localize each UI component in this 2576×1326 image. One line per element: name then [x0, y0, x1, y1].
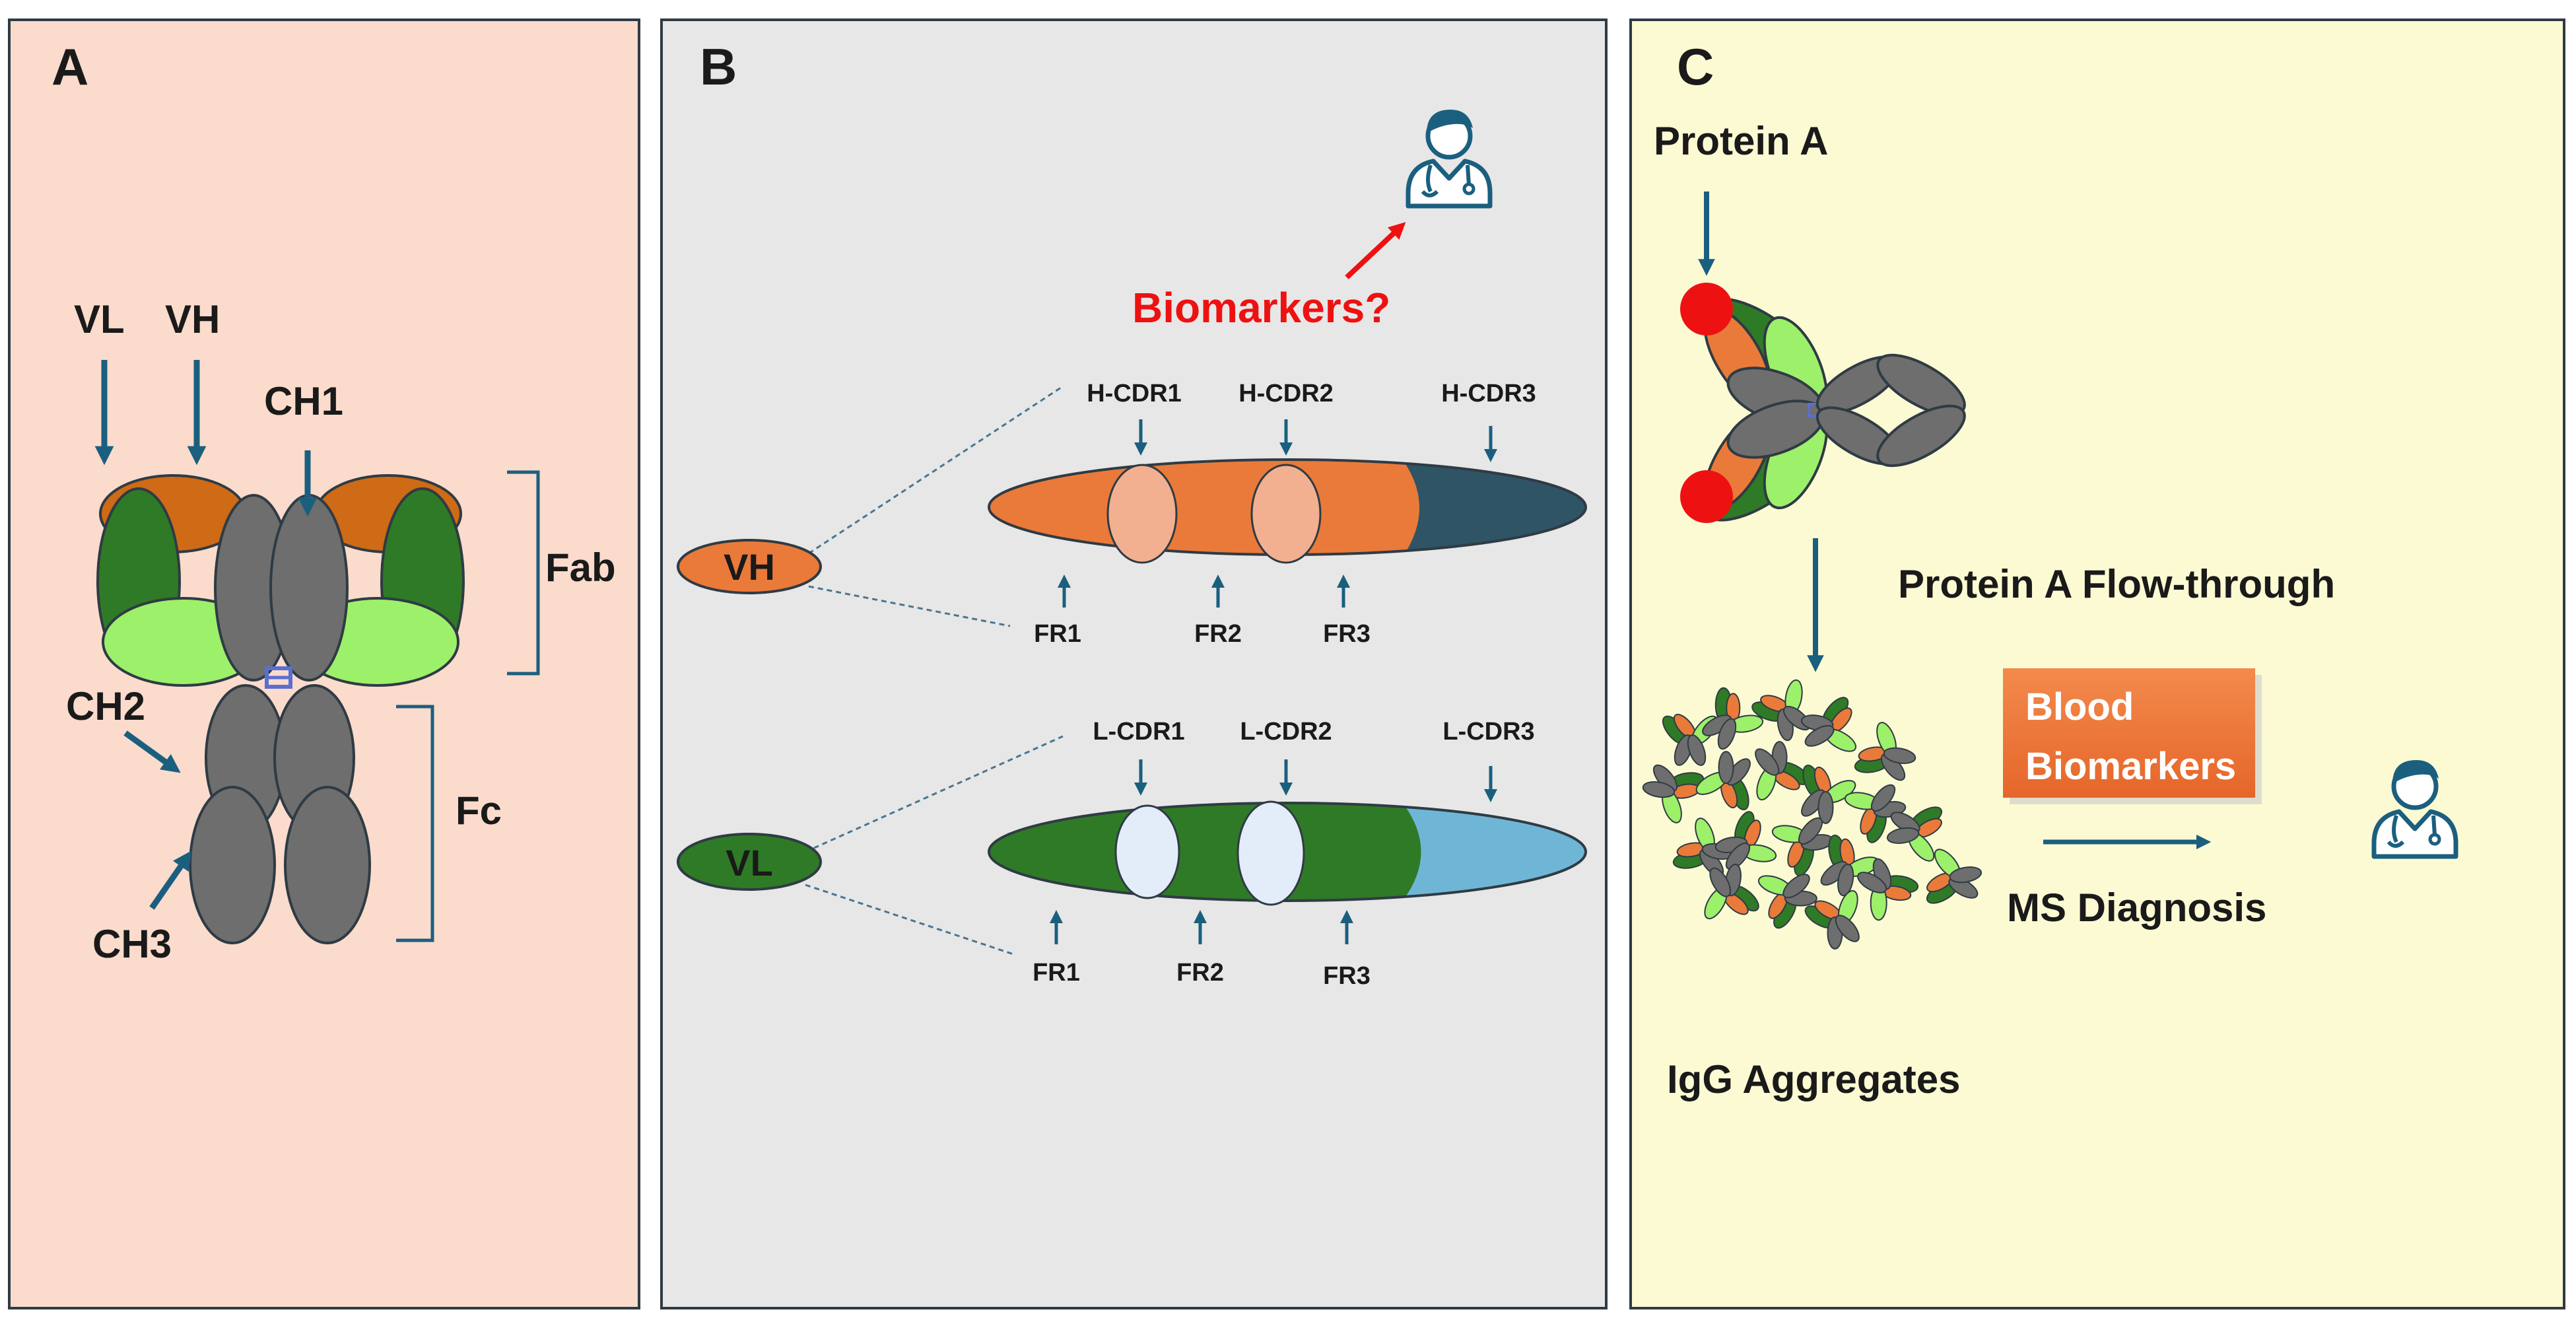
label-vl: VL — [74, 297, 125, 341]
protein-a-bound-bottom — [1680, 470, 1733, 523]
biomarkers-question: Biomarkers? — [1132, 284, 1390, 332]
igg-aggregates-label: IgG Aggregates — [1667, 1057, 1961, 1101]
vh-fr1-label: FR1 — [1034, 620, 1081, 648]
bracket-fab — [507, 470, 540, 676]
flow-through-label: Protein A Flow-through — [1898, 562, 2335, 606]
l-cdr3-label: L-CDR3 — [1442, 718, 1534, 746]
doctor-icon-c — [2374, 760, 2456, 856]
doctor-icon — [1408, 110, 1490, 206]
panel-b — [660, 18, 1608, 1309]
ch1-domain-right — [269, 494, 349, 681]
antibody-icon — [1680, 283, 1966, 523]
label-fab: Fab — [545, 545, 616, 590]
aggregate-icon — [1630, 671, 1988, 959]
h-cdr1-label: H-CDR1 — [1087, 380, 1182, 407]
antibody-diagram — [96, 474, 465, 944]
blood-biomarkers-line1: Blood — [2025, 685, 2134, 728]
h-cdr2-label: H-CDR2 — [1238, 380, 1334, 407]
vh-fr2-label: FR2 — [1194, 620, 1242, 648]
l-cdr2-label: L-CDR2 — [1240, 718, 1332, 746]
label-vh: VH — [165, 297, 220, 341]
arrow-ch3 — [149, 851, 192, 910]
blood-biomarkers-line2: Biomarkers — [2025, 745, 2236, 788]
l-cdr1-label: L-CDR1 — [1093, 718, 1184, 746]
h-cdr2-oval — [1250, 464, 1322, 564]
l-cdr1-oval — [1114, 804, 1180, 899]
vh-tag: VH — [724, 546, 775, 588]
vl-fr3-label: FR3 — [1323, 962, 1371, 990]
vh-sequence-bar — [988, 458, 1587, 564]
label-ch1: CH1 — [264, 379, 343, 423]
panel-c-letter: C — [1677, 38, 1714, 96]
vl-sequence-bar — [988, 800, 1587, 906]
vl-fr1-label: FR1 — [1033, 959, 1080, 987]
vh-fr3-label: FR3 — [1323, 620, 1371, 648]
h-cdr3-label: H-CDR3 — [1441, 380, 1536, 407]
bracket-fc — [396, 705, 434, 942]
label-fc: Fc — [456, 788, 502, 833]
panel-c — [1629, 18, 2565, 1309]
h-cdr1-oval — [1106, 464, 1178, 564]
ch3-domain-left — [189, 786, 276, 944]
protein-a-bound-top — [1680, 283, 1733, 335]
ms-diagnosis-label: MS Diagnosis — [2007, 886, 2266, 930]
vh-tag-ellipse — [677, 539, 822, 594]
panel-b-letter: B — [700, 38, 737, 96]
arrow-biomarkers — [1345, 222, 1406, 279]
label-ch3: CH3 — [92, 922, 172, 966]
arrow-ch2 — [123, 730, 181, 773]
protein-a-label: Protein A — [1654, 119, 1828, 163]
vl-tag-ellipse — [677, 833, 822, 891]
label-ch2: CH2 — [66, 684, 145, 728]
blood-biomarkers-box: Blood Biomarkers — [2003, 668, 2262, 804]
panel-a-letter: A — [51, 38, 88, 96]
ch3-domain-right — [284, 786, 371, 944]
l-cdr2-oval — [1237, 800, 1305, 906]
vl-tag: VL — [726, 842, 773, 884]
vl-fr2-label: FR2 — [1176, 959, 1224, 987]
